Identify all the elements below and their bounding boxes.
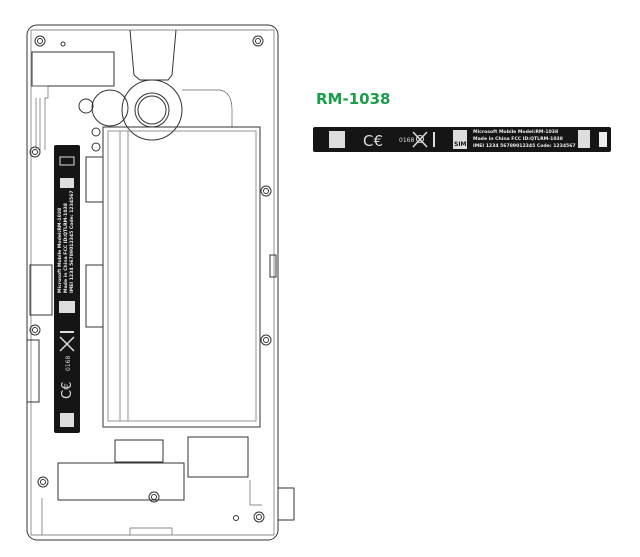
qr-code-icon (60, 413, 74, 427)
model-title: RM-1038 (316, 90, 391, 108)
bottom-module (57, 462, 185, 501)
camera-bracket (129, 29, 177, 81)
sim-icon (59, 301, 75, 313)
ce-mark: C€ (363, 132, 383, 150)
label-line-3: IMEI 1234 56789012345 Code: 1234567 (473, 144, 576, 149)
camera-lens (134, 92, 170, 128)
svg-text:SIM: SIM (454, 141, 467, 148)
sim-slot (85, 264, 104, 328)
qr-code-icon (329, 131, 345, 148)
battery-compartment-label: C€ 0168 Microsoft Mobile Model:RM-1038 M… (54, 145, 80, 433)
flash (91, 89, 129, 127)
camera-ring (121, 79, 183, 141)
label-line-3: IMEI 1234 56789012345 Code: 1234567 (70, 190, 75, 293)
phone-outline (26, 24, 279, 541)
label-line-1: Microsoft Mobile Model:RM-1038 (473, 130, 559, 135)
screws (29, 35, 272, 523)
top-module (31, 51, 115, 87)
weee-bin-icon (412, 131, 428, 148)
sim-icon (453, 130, 467, 149)
weee-bin-icon (59, 336, 75, 352)
ce-mark: C€ (60, 382, 75, 399)
microsd-icon (578, 130, 590, 148)
microsd-icon (60, 178, 74, 188)
svg-text:0168: 0168 (65, 356, 72, 371)
type-label-detail: C€ 0168 SIM Microsoft Mobile Model:RM-10… (313, 127, 611, 152)
label-line-2: Made in China FCC ID:QTLRM-1038 (473, 137, 563, 142)
microsd-slot (85, 156, 104, 203)
battery (102, 126, 261, 428)
side-button (277, 487, 295, 521)
notified-body-number: 0168 (399, 137, 414, 144)
